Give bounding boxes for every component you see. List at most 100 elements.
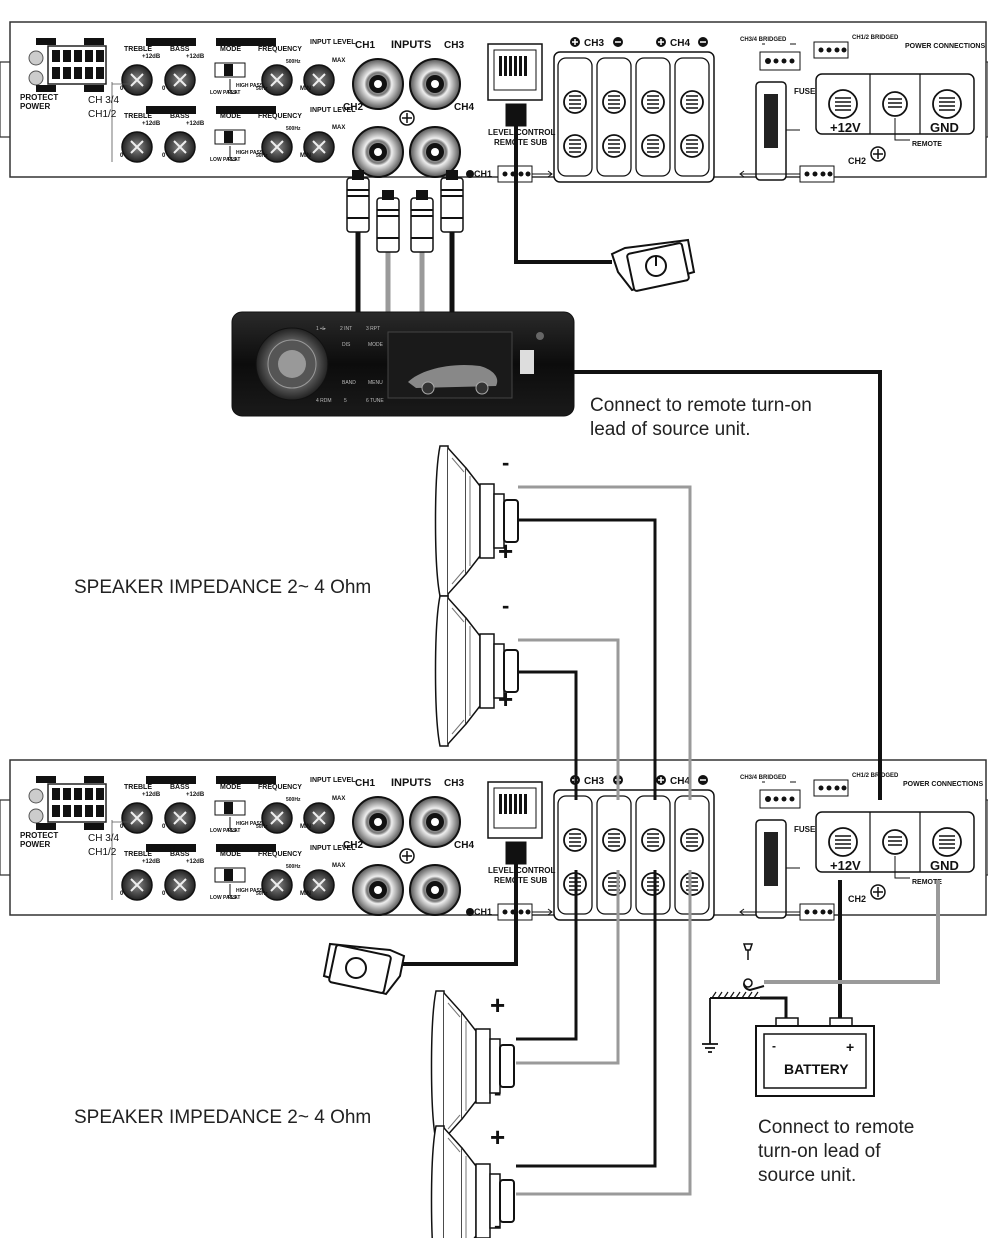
amp-top-500hz-2: 500Hz: [286, 126, 301, 132]
amp-bottom-500hz-2: 500Hz: [286, 864, 301, 870]
sp1-minus: -: [502, 450, 509, 475]
amp-top-ch1-tag: CH1/2: [37, 39, 55, 45]
amp-top-crossover-2: CROSSOVER: [219, 107, 264, 114]
ground-wire: [764, 880, 940, 984]
caption-remote-top: Connect to remote turn-on lead of source…: [590, 395, 812, 440]
amp-top-50hz-2: 50Hz: [256, 153, 268, 159]
amp-bottom-mode-1: MODE: [220, 784, 241, 791]
ground-lug: [742, 943, 765, 992]
amp-top-power-connections: POWER CONNECTIONS: [905, 43, 985, 50]
amp-bottom-50hz-1: 50Hz: [256, 824, 268, 830]
battery: - + BATTERY: [755, 1017, 875, 1097]
sp4-minus: -: [494, 1213, 501, 1238]
amp-bottom-min-2: MIN: [300, 891, 311, 897]
speaker-wires: [516, 485, 692, 1196]
amp-top-frequency-2: FREQUENCY: [258, 113, 302, 120]
sp2-plus: +: [498, 684, 513, 714]
hu-btn-5: MODE: [368, 342, 384, 348]
amp-bottom-power-connections: POWER CONNECTIONS: [903, 781, 983, 788]
amp-top-highpass-2: HIGH PASS: [236, 150, 264, 156]
amp-bottom-frequency-1: FREQUENCY: [258, 784, 302, 791]
amp-bottom-mode-2: MODE: [220, 851, 241, 858]
battery-minus: -: [772, 1039, 776, 1053]
remote-turn-on-wire: [574, 370, 882, 800]
amp-top-flat-2: FLAT: [228, 157, 240, 163]
hu-btn-10: 6 TUNE: [366, 398, 384, 404]
amp-top-ch12: CH1/2: [88, 109, 117, 120]
amp-top-ch3-terminal: CH3: [584, 38, 604, 49]
hu-btn-2: 2 INT: [340, 326, 352, 332]
hu-btn-7: MENU: [368, 380, 383, 386]
amp-bottom-ch4-terminal: CH4: [670, 776, 690, 787]
amp-bottom-ch3: CH3: [444, 778, 464, 789]
amp-bottom-min-1: MIN: [300, 824, 311, 830]
hu-btn-9: 5: [344, 398, 347, 404]
amp-bottom-treble-1: TREBLE: [124, 784, 152, 791]
amp-bottom-remote-sub: REMOTE SUB: [494, 876, 548, 885]
amp-top-lowpass-2: LOW PASS: [210, 157, 237, 163]
amp-top-ch12-bridged: CH1/2 BRIDGED: [852, 35, 899, 41]
amp-top-zero-4: 0: [162, 153, 166, 159]
amp-top-mode-2: MODE: [220, 113, 241, 120]
amp-bottom-flat-1: FLAT: [228, 828, 240, 834]
amp-top-remote-sub: REMOTE SUB: [494, 138, 548, 147]
amp-top-ch1: CH1: [355, 40, 375, 51]
amp-top-max-1: MAX: [332, 58, 345, 64]
amp-top-mode-1: MODE: [220, 46, 241, 53]
amp-bottom-frequency-2: FREQUENCY: [258, 851, 302, 858]
amp-bottom-fuse: FUSE: [794, 825, 816, 834]
amp-top-treble-2: TREBLE: [124, 113, 152, 120]
polarity-signs: - + - + + - + -: [490, 450, 513, 1238]
amp-bottom-labels: PROTECT POWER CH 3/4 CH1/2 BOOST CROSSOV…: [20, 773, 983, 917]
amp-bottom-bass-max-2: +12dB: [186, 859, 205, 865]
amp-top-inputlevel-2: INPUT LEVEL: [310, 107, 356, 114]
amp-top-inputs: INPUTS: [391, 39, 431, 51]
amp-bottom-highpass-1: HIGH PASS: [236, 821, 264, 827]
amp-top-ch1-minus: CH1: [474, 169, 492, 179]
amp-bottom-inputs: INPUTS: [391, 777, 431, 789]
amp-bottom-inputlevel-2: INPUT LEVEL: [310, 845, 356, 852]
amp-top-level-control: LEVEL CONTROL: [488, 128, 556, 137]
amp-top-bass-max-2: +12dB: [186, 121, 205, 127]
caption-impedance-top: SPEAKER IMPEDANCE 2~ 4 Ohm: [74, 577, 372, 598]
amp-bottom-level-control: LEVEL CONTROL: [488, 866, 556, 875]
amp-top-gnd: GND: [930, 120, 959, 135]
amp-top-12v: +12V: [830, 120, 861, 135]
amp-top-50hz-1: 50Hz: [256, 86, 268, 92]
caption-remote-bottom: Connect to remote turn-on lead of source…: [758, 1117, 915, 1186]
amp-top-zero-2: 0: [162, 86, 166, 92]
amp-bottom-boost-1: BOOST: [151, 777, 177, 784]
amp-top-boost-2: BOOST: [151, 107, 177, 114]
amp-bottom-max-1: MAX: [332, 796, 345, 802]
amp-top-ch34: CH 3/4: [88, 95, 120, 106]
caption-impedance-bottom: SPEAKER IMPEDANCE 2~ 4 Ohm: [74, 1107, 372, 1128]
amp-top-ch3: CH3: [444, 40, 464, 51]
amp-top-protect: PROTECT: [20, 93, 58, 102]
sp1-plus: +: [498, 536, 513, 566]
amp-top-bass-max-1: +12dB: [186, 54, 205, 60]
amp-top-ch2: CH2: [343, 102, 363, 113]
amp-top-500hz-1: 500Hz: [286, 59, 301, 65]
amp-bottom-ch2: CH2: [343, 840, 363, 851]
amp-bottom-crossover-1: CROSSOVER: [219, 777, 264, 784]
amp-bottom-treble-max-2: +12dB: [142, 859, 161, 865]
amp-top-crossover-1: CROSSOVER: [219, 39, 264, 46]
amp-bottom-zero-2: 0: [162, 824, 166, 830]
hu-btn-6: BAND: [342, 380, 356, 386]
amp-top-treble-1: TREBLE: [124, 46, 152, 53]
amp-bottom-ch2-minus: CH2: [848, 894, 866, 904]
sp4-plus: +: [490, 1122, 505, 1152]
amp-bottom-lowpass-2: LOW PASS: [210, 895, 237, 901]
remote-knob-top: [610, 238, 696, 292]
amp-top-zero-1: 0: [120, 86, 124, 92]
amp-bottom-zero-4: 0: [162, 891, 166, 897]
battery-plus: +: [846, 1039, 854, 1055]
amp-top-bass-2: BASS: [170, 113, 190, 120]
amp-bottom-lowpass-1: LOW PASS: [210, 828, 237, 834]
rca-cables: [346, 170, 464, 318]
head-unit: 1 ▪/▸ 2 INT 3 RPT DIS MODE BAND MENU 4 R…: [231, 311, 575, 417]
amp-top-min-1: MIN: [300, 86, 311, 92]
hu-btn-8: 4 RDM: [316, 398, 332, 404]
amp-bottom-highpass-2: HIGH PASS: [236, 888, 264, 894]
amp-bottom-treble-max-1: +12dB: [142, 792, 161, 798]
